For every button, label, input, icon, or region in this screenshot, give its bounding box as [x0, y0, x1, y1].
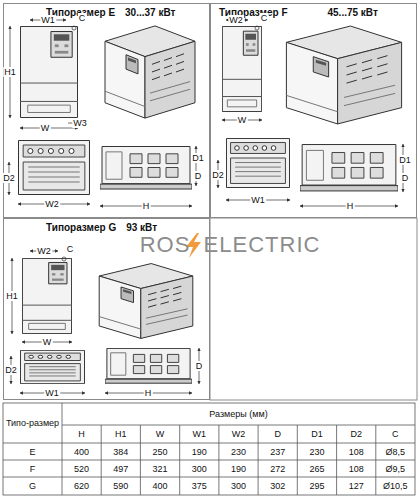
frame-size-title: Типоразмер G [46, 222, 116, 234]
table-cell: 400 [153, 481, 168, 491]
dimension-letter: W1 [250, 195, 266, 205]
dimension-letter: H [142, 201, 151, 211]
table-header: W1 [193, 429, 207, 439]
frame-panel: Типоразмер F 45...75 кВт [210, 3, 417, 218]
dimension-letter: D2 [2, 173, 16, 183]
dimension-letter: W [40, 123, 51, 133]
power-range: 45...75 кВт [328, 7, 378, 19]
table-cell: 190 [231, 464, 246, 474]
table-cell: 250 [153, 447, 168, 457]
table-cell: 497 [113, 464, 128, 474]
frame-f-views [218, 20, 403, 206]
dimension-letter: W [237, 115, 248, 125]
table-header: W [156, 429, 165, 439]
power-range: 93 кВт [126, 222, 157, 234]
table-cell: 127 [349, 481, 364, 491]
table-cell: 295 [309, 481, 324, 491]
dimension-letter: W2 [228, 15, 244, 25]
table-header: D [274, 429, 281, 439]
table-cell: 590 [113, 481, 128, 491]
table-cell: 237 [270, 447, 285, 457]
dimension-letter: W [42, 337, 53, 347]
table-grid [3, 403, 415, 495]
frame-panel: Типоразмер E 30...37 кВт [3, 3, 210, 218]
table-cell: 302 [270, 481, 285, 491]
dimension-letter: D1 [398, 155, 412, 165]
frame-size-title: Типоразмер E [46, 7, 115, 19]
table-header: H [78, 429, 85, 439]
table-cell: 230 [309, 447, 324, 457]
frame-size-cell: E [29, 447, 35, 457]
table-cell: 230 [231, 447, 246, 457]
panel-heading: Типоразмер E 30...37 кВт [46, 7, 175, 19]
table-cell: 108 [349, 447, 364, 457]
table-header: Размеры (мм) [209, 409, 267, 419]
table-header: Типо-размер [6, 418, 60, 428]
dimension-letter: C [66, 244, 75, 254]
frame-size-title: Типоразмер F [219, 7, 288, 19]
table-cell: 300 [192, 464, 207, 474]
watermark-bolt [186, 233, 201, 258]
frame-size-cell: G [29, 481, 36, 491]
empty-cell [210, 218, 417, 400]
power-range: 30...37 кВт [125, 7, 175, 19]
table-header: H1 [115, 429, 127, 439]
frame-g-views [11, 251, 199, 393]
watermark-text: ELECTRIC [204, 233, 321, 257]
dimension-letter: D [195, 361, 204, 371]
table-cell: 272 [270, 464, 285, 474]
dimension-letter: W2 [44, 199, 60, 209]
table-cell: 321 [153, 464, 168, 474]
table-cell: 108 [349, 464, 364, 474]
dimension-letter: D2 [211, 170, 225, 180]
table-cell: 300 [231, 481, 246, 491]
frame-size-cell: F [30, 464, 36, 474]
dimension-letter: D1 [191, 153, 205, 163]
table-cell: 375 [192, 481, 207, 491]
dimension-letter: C [78, 13, 87, 23]
table-cell: 384 [113, 447, 128, 457]
table-cell: 400 [74, 447, 89, 457]
panel-heading: Типоразмер F 45...75 кВт [219, 7, 378, 19]
dimension-letter: D2 [4, 365, 18, 375]
table-header: D2 [350, 429, 362, 439]
dimension-letter: W3 [72, 118, 88, 128]
dimension-letter: H1 [3, 67, 17, 77]
dimension-letter: W2 [36, 246, 52, 256]
panel-heading: Типоразмер G 93 кВт [46, 222, 157, 234]
dimension-letter: H [144, 388, 153, 398]
table-cell: 520 [74, 464, 89, 474]
dimension-letter: D [194, 171, 203, 181]
dimension-letter: H1 [5, 291, 19, 301]
table-header: D1 [311, 429, 323, 439]
dimension-letter: W1 [44, 388, 60, 398]
frame-panel: Типоразмер G 93 кВт [3, 218, 210, 400]
dimension-letter: H [346, 201, 355, 211]
table-cell: Ø8,5 [386, 447, 406, 457]
table-cell: 190 [192, 447, 207, 457]
table-cell: Ø9,5 [386, 464, 406, 474]
table-cell: 620 [74, 481, 89, 491]
table-cell: 265 [309, 464, 324, 474]
table-header: W2 [232, 429, 246, 439]
dimension-letter: C [260, 13, 269, 23]
table-header: C [392, 429, 399, 439]
frame-e-views [9, 20, 196, 206]
watermark-text: ROS [140, 233, 191, 257]
dimension-letter: W1 [40, 15, 56, 25]
table-cell: Ø10,5 [383, 481, 408, 491]
dimension-letter: D [401, 173, 410, 183]
